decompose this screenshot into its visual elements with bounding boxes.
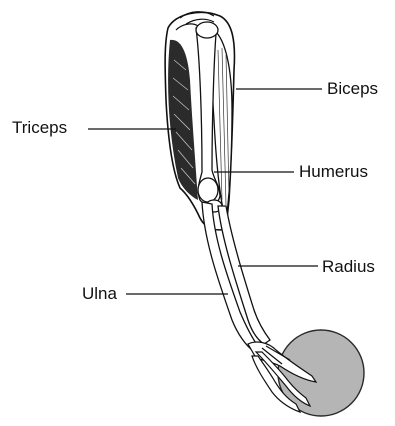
humerus-label: Humerus <box>299 162 368 182</box>
forearm-bones <box>202 202 270 350</box>
triceps-label: Triceps <box>12 118 67 138</box>
biceps-label: Biceps <box>327 79 378 99</box>
ulna-label: Ulna <box>82 284 117 304</box>
radius-label: Radius <box>322 257 375 277</box>
